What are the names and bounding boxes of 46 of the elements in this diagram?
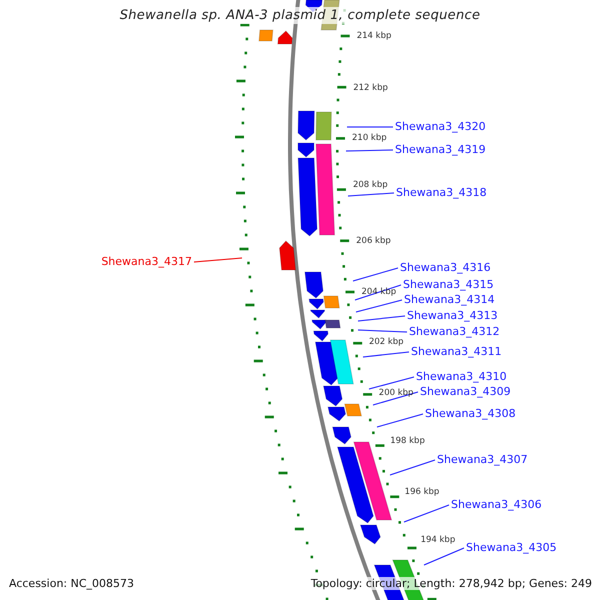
gene-label: Shewana3_4313: [407, 309, 498, 322]
leader-line: [404, 504, 450, 522]
gene-label: Shewana3_4312: [409, 325, 500, 338]
gene-label: Shewana3_4310: [416, 370, 507, 383]
leader-line: [362, 352, 410, 358]
gene-label: Shewana3_4306: [451, 498, 542, 511]
leader-line: [354, 284, 402, 300]
gene-label: Shewana3_4305: [466, 541, 557, 554]
gene-label: Shewana3_4307: [437, 453, 528, 466]
leader-line: [376, 414, 424, 428]
leader-line: [424, 548, 464, 566]
gene-label: Shewana3_4315: [403, 278, 494, 291]
leader-line: [346, 150, 394, 152]
leader-line: [346, 126, 394, 128]
scale-label: 208 kbp: [352, 180, 388, 190]
leader-line: [358, 316, 406, 322]
gene-label: Shewana3_4317: [101, 255, 192, 268]
scale-label: 206 kbp: [356, 236, 391, 246]
map-title: Shewanella sp. ANA-3 plasmid 1, complete sequence: [118, 7, 482, 24]
scale-label: 212 kbp: [353, 83, 388, 93]
gene-label: Shewana3_4319: [395, 143, 486, 156]
leader-line: [390, 460, 436, 476]
leader-line: [348, 192, 394, 196]
gene-label: Shewana3_4320: [395, 120, 486, 133]
scale-label: 214 kbp: [356, 31, 392, 41]
gene-label: Shewana3_4314: [404, 293, 495, 306]
leader-line: [356, 300, 402, 312]
leader-line: [372, 392, 418, 406]
gene-label: Shewana3_4309: [420, 385, 511, 398]
leader-line: [358, 330, 408, 332]
leader-line: [368, 376, 414, 390]
gene-label: Shewana3_4318: [396, 186, 487, 199]
scale-label: 196 kbp: [404, 487, 440, 497]
accession-text: Accession: NC_008573: [9, 577, 134, 590]
leader-line: [194, 258, 242, 262]
gene-label: Shewana3_4316: [400, 261, 491, 274]
leader-line: [352, 268, 398, 282]
scale-label: 198 kbp: [390, 436, 425, 446]
scale-label: 204 kbp: [361, 287, 396, 297]
scale-label: 194 kbp: [420, 535, 456, 545]
scale-label: 210 kbp: [352, 133, 387, 143]
topology-text: Topology: circular; Length: 278,942 bp; Genes: 249: [310, 577, 592, 590]
scale-label: 200 kbp: [378, 388, 414, 398]
scale-label: 202 kbp: [368, 337, 404, 347]
gene-label: Shewana3_4311: [411, 345, 502, 358]
gene-label: Shewana3_4308: [425, 407, 516, 420]
